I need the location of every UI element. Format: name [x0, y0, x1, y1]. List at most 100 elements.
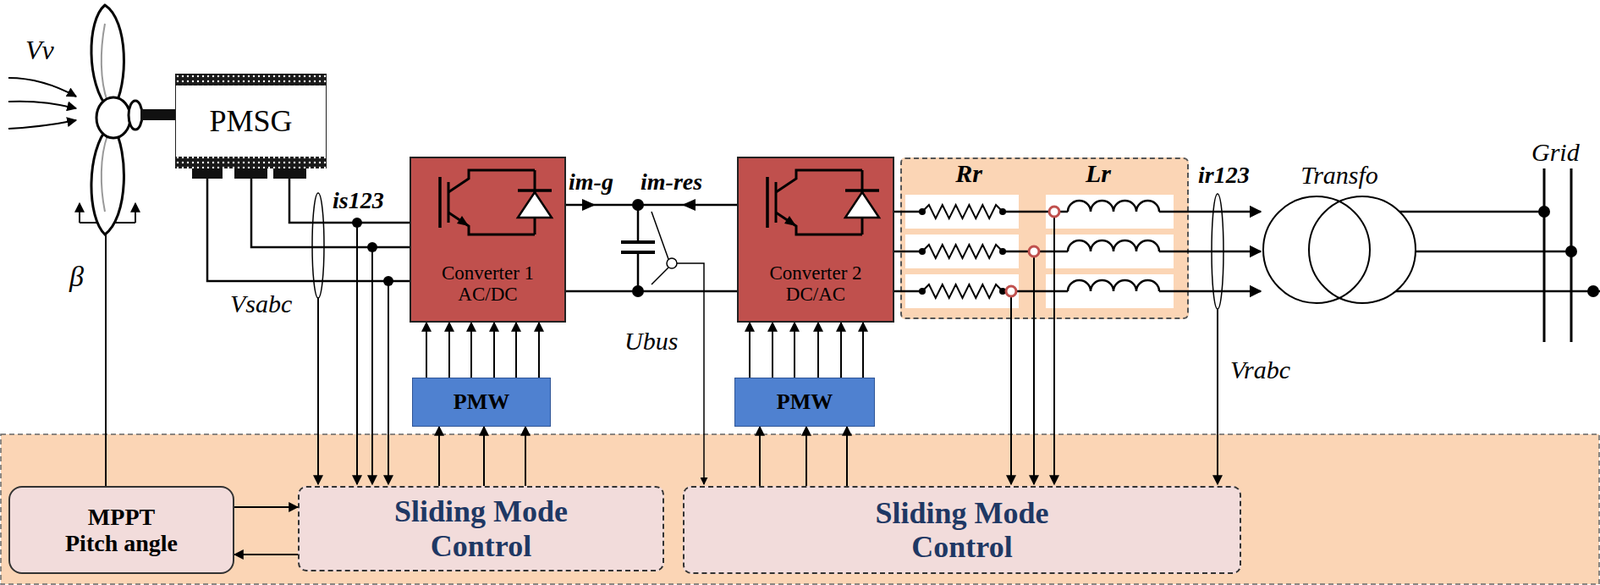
diode-symbol	[845, 170, 880, 235]
control-arrow	[470, 322, 473, 378]
turbine-blade	[91, 5, 143, 235]
transformer-symbol	[1263, 196, 1416, 303]
mppt-box-text: MPPT Pitch angle	[62, 503, 182, 557]
inductor-symbol	[1067, 200, 1160, 212]
grid-line	[1387, 211, 1600, 292]
current-sensor	[1028, 246, 1040, 257]
filter-region-text: Rr	[955, 159, 983, 188]
controller-box-text: Sliding Mode Control	[847, 495, 1077, 565]
grid-dot	[1565, 245, 1578, 258]
measurement-line	[1033, 318, 1035, 484]
measurement-line	[1216, 308, 1219, 484]
power-wire	[566, 203, 737, 207]
control-arrow	[748, 322, 751, 378]
component-background	[905, 194, 1019, 229]
control-arrow	[840, 322, 842, 378]
mppt-box: MPPT Pitch angle	[8, 485, 235, 574]
stator-band	[175, 156, 327, 169]
generator-terminal	[192, 168, 223, 179]
stator-band	[175, 73, 327, 169]
control-arrow	[793, 322, 796, 378]
grid-dot	[1538, 205, 1551, 218]
control-arrow	[515, 322, 517, 378]
power-wire	[1188, 290, 1261, 293]
igbt-symbol	[767, 170, 863, 235]
control-arrow	[493, 322, 495, 378]
pwm-box: PMW	[734, 377, 875, 427]
controller-box-text: Sliding Mode Control	[367, 494, 596, 563]
measurement-line	[1033, 251, 1035, 319]
wind-arrow	[8, 77, 77, 97]
component-background	[905, 194, 1174, 308]
signal-label: β	[69, 260, 84, 292]
control-arrow	[538, 322, 540, 378]
diode-symbol	[845, 188, 880, 193]
control-arrow	[425, 322, 428, 378]
signal-label: is123	[332, 187, 385, 215]
dc-link-capacitor	[621, 204, 655, 292]
filter-wire	[1159, 210, 1189, 214]
diode-symbol	[845, 192, 880, 218]
turbine-blade	[128, 100, 143, 130]
turbine-blade	[101, 135, 108, 212]
turbine-blade	[101, 23, 108, 102]
turbine-shaft	[140, 109, 176, 121]
filter-region-drawing	[900, 157, 1189, 319]
pwm-box-text: PMW	[453, 389, 510, 414]
signal-label: Ubus	[624, 326, 678, 355]
controller-box: Sliding Mode Control	[297, 485, 665, 572]
pitch-control-line	[79, 203, 136, 486]
voltage-sensor	[666, 258, 677, 269]
measurement-line	[387, 280, 390, 484]
igbt-symbol	[438, 176, 442, 228]
igbt-symbol	[775, 181, 778, 223]
control-arrow	[234, 553, 298, 556]
control-arrow	[771, 322, 774, 378]
measurement-line	[1053, 211, 1056, 319]
generator-terminal	[234, 168, 268, 179]
control-arrow	[862, 322, 864, 378]
control-arrow	[448, 322, 451, 378]
voltage-sensor	[651, 211, 669, 285]
voltage-sensor	[676, 263, 704, 484]
dc-link-capacitor	[621, 241, 655, 253]
turbine-blade	[96, 97, 131, 138]
inductor-symbol	[1067, 280, 1160, 292]
pwm-box: PMW	[412, 377, 551, 427]
pitch-control-line	[78, 203, 81, 223]
measurement-line	[1011, 211, 1055, 319]
transformer-text: Transfo	[1300, 160, 1379, 190]
signal-label: im-res	[640, 169, 703, 196]
measurement-line	[356, 222, 358, 484]
component-background	[905, 274, 1019, 308]
wire-dot	[999, 247, 1007, 255]
wire-dot	[918, 208, 1007, 295]
dc-link-capacitor	[637, 204, 640, 292]
filter-region-text: Lr	[1085, 159, 1111, 188]
igbt-symbol	[775, 170, 863, 193]
generator-terminal	[273, 168, 307, 179]
resistor-symbol	[922, 284, 1003, 298]
filter-wire	[900, 200, 1189, 298]
filter-wire	[1159, 290, 1189, 293]
component-background	[905, 234, 1019, 269]
current-sensor	[1049, 206, 1060, 217]
power-wire	[207, 168, 410, 281]
wire-dot	[918, 208, 926, 215]
grid-line	[1387, 168, 1600, 342]
transformer-symbol	[1308, 196, 1416, 303]
inductor-symbol	[1067, 240, 1160, 252]
diode-symbol	[517, 170, 552, 235]
measurement-line	[317, 297, 319, 484]
wind-arrow	[8, 120, 77, 129]
controller-box: Sliding Mode Control	[682, 485, 1242, 574]
igbt-symbol	[439, 170, 535, 235]
resistor-symbol	[922, 244, 1003, 259]
power-wire	[894, 290, 901, 293]
transformer: Transfo	[1260, 160, 1419, 305]
grid-dot	[1587, 285, 1600, 297]
power-wire	[1188, 250, 1261, 253]
signal-label: Grid	[1531, 137, 1580, 166]
igbt-symbol	[456, 215, 469, 226]
turbine-shaft	[140, 109, 176, 121]
